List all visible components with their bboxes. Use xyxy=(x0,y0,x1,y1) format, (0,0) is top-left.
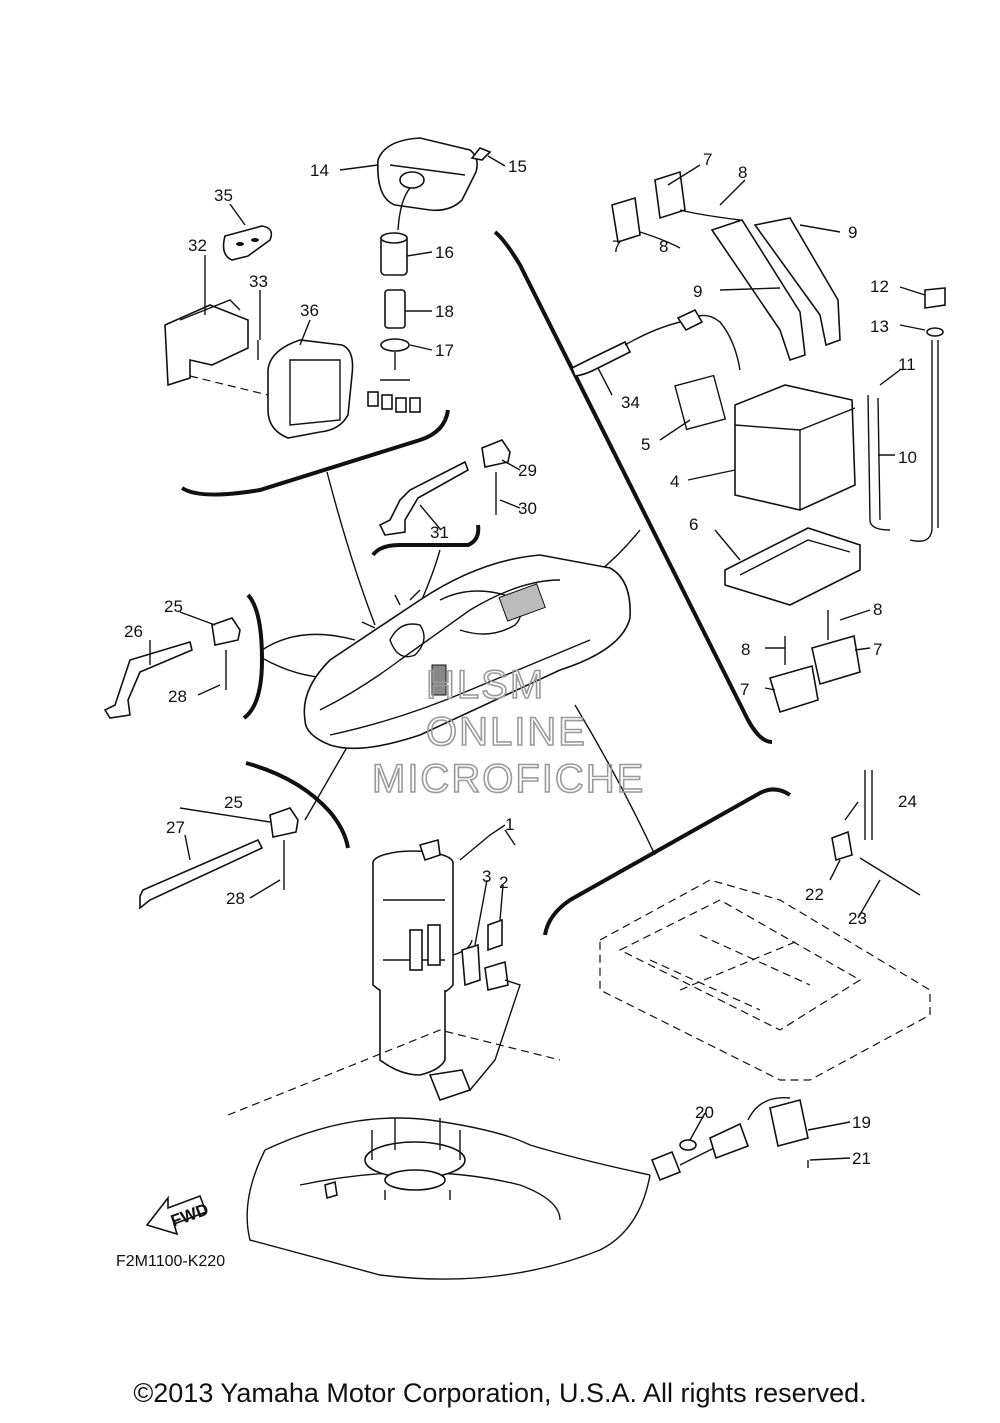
callout-11: 11 xyxy=(898,355,916,374)
callout-numbers: 1 2 3 4 5 6 7 7 7 7 8 8 8 8 9 9 10 11 12… xyxy=(124,150,917,1168)
callout-15: 15 xyxy=(508,157,527,176)
watermark-line3: MICROFICHE xyxy=(372,757,645,801)
callout-28b: 28 xyxy=(226,889,245,908)
copyright-notice: ©2013 Yamaha Motor Corporation, U.S.A. A… xyxy=(133,1378,867,1408)
callout-26: 26 xyxy=(124,622,143,641)
callout-7d: 7 xyxy=(740,680,749,699)
fuel-pump-assembly xyxy=(372,838,521,1101)
battery-assembly xyxy=(570,170,946,714)
callout-20: 20 xyxy=(695,1103,714,1122)
callout-34: 34 xyxy=(621,393,640,412)
callout-18: 18 xyxy=(435,302,454,321)
watermark-line2: ONLINE xyxy=(426,710,587,754)
callout-31: 31 xyxy=(430,523,449,542)
callout-30: 30 xyxy=(518,499,537,518)
callout-17: 17 xyxy=(435,341,454,360)
clamp-strap-upper xyxy=(103,617,299,910)
callout-8a: 8 xyxy=(738,163,747,182)
callout-19: 19 xyxy=(852,1113,871,1132)
callout-8c: 8 xyxy=(873,600,882,619)
callout-23: 23 xyxy=(848,909,867,928)
callout-3: 3 xyxy=(482,867,491,886)
fuel-tank xyxy=(227,1029,651,1280)
callout-10: 10 xyxy=(898,448,917,467)
callout-8b: 8 xyxy=(659,237,668,256)
callout-28a: 28 xyxy=(168,687,187,706)
diagram-code: F2M1100-K220 xyxy=(116,1253,225,1270)
callout-16: 16 xyxy=(435,243,454,262)
callout-12: 12 xyxy=(870,277,889,296)
callout-8d: 8 xyxy=(741,640,750,659)
fwd-label: FWD xyxy=(168,1200,211,1231)
callout-7b: 7 xyxy=(612,237,621,256)
meter-assembly xyxy=(367,137,492,413)
callout-25a: 25 xyxy=(164,597,183,616)
callout-4: 4 xyxy=(670,472,679,491)
callout-33: 33 xyxy=(249,272,268,291)
callout-1: 1 xyxy=(505,815,514,834)
callout-leaders xyxy=(149,155,926,1161)
group-brackets xyxy=(180,230,792,936)
callout-9a: 9 xyxy=(848,223,857,242)
callout-36: 36 xyxy=(300,301,319,320)
callout-32: 32 xyxy=(188,236,207,255)
callout-6: 6 xyxy=(689,515,698,534)
callout-7c: 7 xyxy=(873,640,882,659)
callout-14: 14 xyxy=(310,161,329,180)
watercraft-hull xyxy=(303,554,631,750)
clamp-strap-middle xyxy=(378,439,511,536)
callout-2: 2 xyxy=(499,873,508,892)
callout-25b: 25 xyxy=(224,793,243,812)
callout-5: 5 xyxy=(641,435,650,454)
callout-22: 22 xyxy=(805,885,824,904)
callout-35: 35 xyxy=(214,186,233,205)
forward-direction-arrow: FWD xyxy=(145,1194,211,1236)
callout-7a: 7 xyxy=(703,150,712,169)
callout-27: 27 xyxy=(166,818,185,837)
callout-29: 29 xyxy=(518,461,537,480)
watermark-line1: HLSM xyxy=(426,663,545,707)
control-box-assembly xyxy=(164,225,354,439)
callout-13: 13 xyxy=(870,317,889,336)
sensor-assembly xyxy=(650,1096,809,1182)
callout-21: 21 xyxy=(852,1149,871,1168)
callout-9b: 9 xyxy=(693,282,702,301)
seat-frame xyxy=(599,770,931,1081)
watermark: HLSM ONLINE MICROFICHE xyxy=(371,662,645,802)
callout-24: 24 xyxy=(898,792,917,811)
